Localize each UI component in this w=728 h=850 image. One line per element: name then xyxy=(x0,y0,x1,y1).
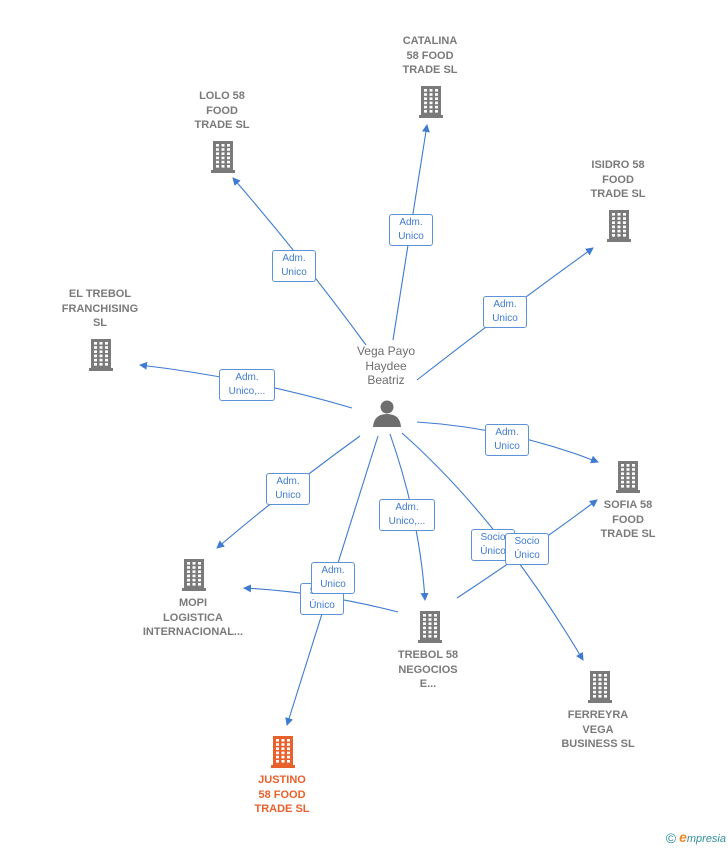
copyright-icon: © xyxy=(665,830,677,846)
node-label-ferreyra[interactable]: FERREYRA VEGA BUSINESS SL xyxy=(561,709,635,750)
building-icon-justino[interactable] xyxy=(271,736,295,768)
brand-name: mpresia xyxy=(686,833,726,845)
node-label-mopi[interactable]: MOPI LOGISTICA INTERNACIONAL... xyxy=(142,597,244,638)
edge-label-eltrebol[interactable]: Adm. Unico,... xyxy=(219,369,275,401)
building-icon-eltrebol[interactable] xyxy=(89,339,113,371)
brand-initial: e xyxy=(679,829,687,845)
node-label-catalina[interactable]: CATALINA 58 FOOD TRADE SL xyxy=(402,35,458,76)
node-label-trebol58[interactable]: TREBOL 58 NEGOCIOS E... xyxy=(397,649,459,690)
building-icon-mopi[interactable] xyxy=(182,559,206,591)
building-icon-isidro[interactable] xyxy=(607,210,631,242)
edge-label-catalina[interactable]: Adm. Unico xyxy=(389,214,433,246)
edge-label-isidro[interactable]: Adm. Unico xyxy=(483,296,527,328)
building-icon-lolo[interactable] xyxy=(211,141,235,173)
edge-label-mopi[interactable]: Adm. Unico xyxy=(266,473,310,505)
node-label-isidro[interactable]: ISIDRO 58 FOOD TRADE SL xyxy=(590,159,646,200)
edge-label-justino[interactable]: Adm. Unico xyxy=(311,562,355,594)
node-label-lolo[interactable]: LOLO 58 FOOD TRADE SL xyxy=(194,90,250,131)
node-label-eltrebol[interactable]: EL TREBOL FRANCHISING SL xyxy=(61,288,139,329)
edge-label-trebol58[interactable]: Adm. Unico,... xyxy=(379,499,435,531)
building-icon-sofia[interactable] xyxy=(616,461,640,493)
edge-label-lolo[interactable]: Adm. Unico xyxy=(272,250,316,282)
edge-label-sofia[interactable]: Adm. Unico xyxy=(485,424,529,456)
node-label-justino[interactable]: JUSTINO 58 FOOD TRADE SL xyxy=(254,774,310,815)
person-icon[interactable] xyxy=(373,400,401,428)
empresia-brand[interactable]: ©empresia xyxy=(666,829,726,846)
edge-label-ferreyra[interactable]: Socio Único xyxy=(505,533,549,565)
person-name[interactable]: Vega Payo Haydee Beatriz xyxy=(356,344,416,387)
building-icon-ferreyra[interactable] xyxy=(588,671,612,703)
building-icon-catalina[interactable] xyxy=(419,86,443,118)
node-icons xyxy=(89,86,640,768)
node-label-sofia[interactable]: SOFIA 58 FOOD TRADE SL xyxy=(600,499,656,540)
building-icon-trebol58[interactable] xyxy=(418,611,442,643)
